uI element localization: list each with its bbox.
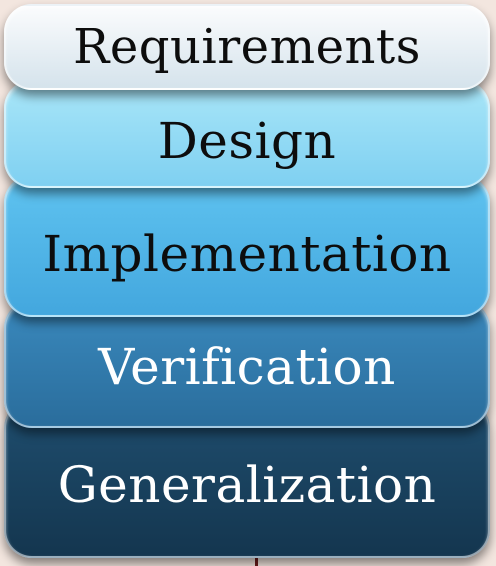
stage-design: Design	[4, 80, 490, 188]
stage-requirements: Requirements	[4, 4, 490, 90]
stage-requirements-label: Requirements	[73, 19, 421, 75]
stage-implementation: Implementation	[4, 175, 490, 317]
stage-implementation-label: Implementation	[42, 225, 452, 283]
stage-verification: Verification	[4, 300, 490, 428]
stage-design-label: Design	[157, 112, 337, 170]
stage-generalization-label: Generalization	[57, 456, 437, 514]
stage-verification-label: Verification	[98, 338, 396, 396]
